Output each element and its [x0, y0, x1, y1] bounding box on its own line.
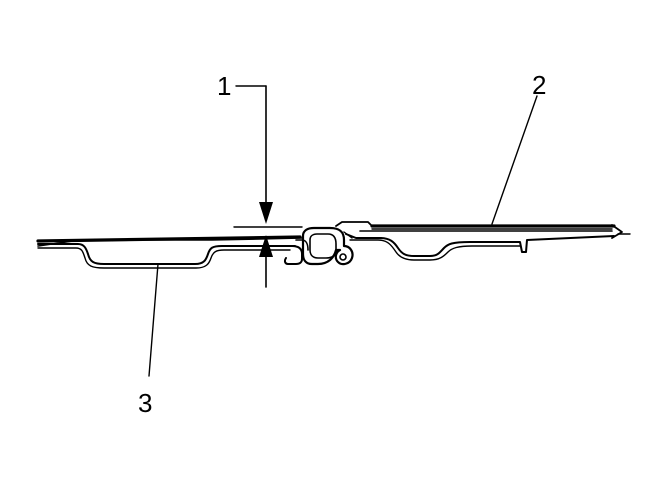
callout-3: 3: [138, 388, 152, 418]
left-panel: [36, 235, 303, 269]
up-arrow: [259, 235, 273, 257]
callout-2: 2: [532, 70, 546, 100]
right-panel: [345, 224, 631, 261]
gap-measurement: [233, 85, 303, 288]
leader-lines: [148, 85, 538, 377]
leader-line-3: [148, 263, 159, 377]
joint-extrusion: [301, 221, 373, 266]
leader-line-2: [491, 95, 538, 225]
down-arrow: [259, 202, 273, 224]
callout-1: 1: [217, 71, 231, 101]
